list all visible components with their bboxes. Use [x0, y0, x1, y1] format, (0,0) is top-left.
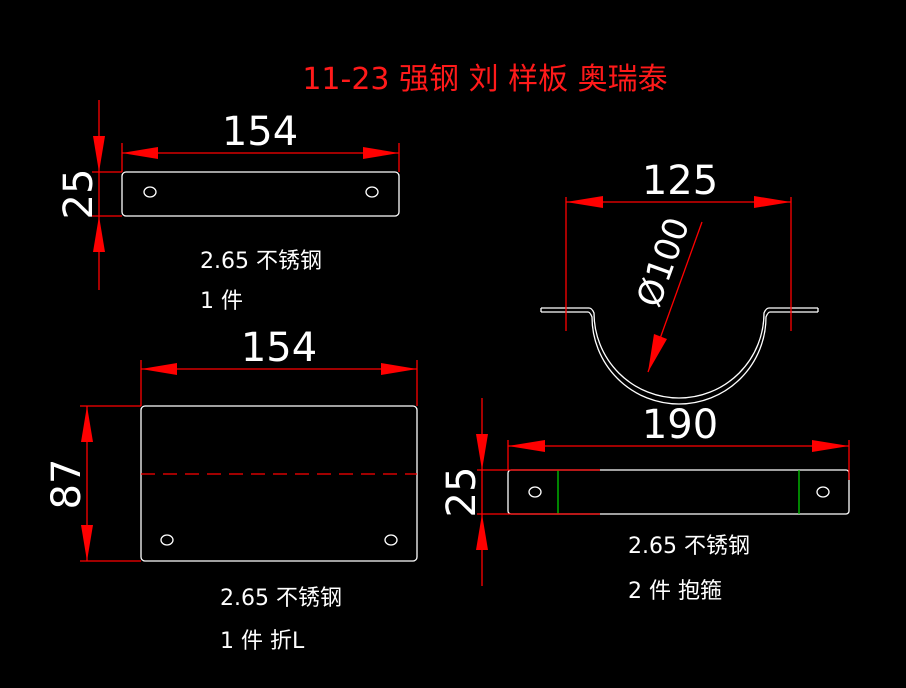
- part-clamp-strip: 190 25 2.65 不锈钢 2 件 抱箍: [439, 398, 850, 604]
- part-flat-strip: 154 25 2.65 不锈钢 1 件: [56, 100, 400, 314]
- hole: [365, 186, 379, 198]
- dim-label: 25: [439, 467, 485, 518]
- material-note: 2.65 不锈钢: [200, 249, 322, 274]
- dimension-width: 25: [56, 100, 122, 290]
- quantity-note: 1 件: [200, 289, 243, 314]
- hole: [384, 534, 398, 546]
- hole: [143, 186, 157, 198]
- dimension-width: 25: [439, 398, 600, 586]
- dim-label: 190: [642, 402, 718, 448]
- quantity-note: 1 件 折L: [220, 629, 305, 654]
- strip-outline: [121, 171, 400, 217]
- dimension-width: 125: [565, 158, 792, 331]
- drawing-title: 11-23 强钢 刘 样板 奥瑞泰: [302, 62, 667, 97]
- hole: [816, 486, 830, 498]
- profile-inner: [540, 308, 819, 405]
- part-clamp-profile: 125 Ø100: [540, 158, 819, 405]
- dim-label: 154: [222, 109, 298, 155]
- material-note: 2.65 不锈钢: [220, 586, 342, 611]
- hole: [160, 534, 174, 546]
- hole: [528, 486, 542, 498]
- material-note: 2.65 不锈钢: [628, 534, 750, 559]
- strip-outline: [507, 469, 850, 515]
- profile-outer: [541, 307, 818, 399]
- dimension-diameter: Ø100: [629, 212, 703, 373]
- quantity-note: 2 件 抱箍: [628, 579, 722, 604]
- dim-label: 25: [56, 169, 102, 220]
- dimension-length: 190: [507, 402, 850, 480]
- part-bent-plate: 154 87 2.65 不锈钢 1 件 折L: [44, 325, 418, 654]
- dim-label: 125: [642, 158, 718, 204]
- dimension-width: 87: [44, 405, 141, 562]
- dim-label: 154: [241, 325, 317, 371]
- dim-label: 87: [44, 459, 90, 510]
- dimension-length: 154: [140, 325, 418, 406]
- dimension-length: 154: [121, 109, 400, 172]
- plate-outline: [140, 405, 418, 562]
